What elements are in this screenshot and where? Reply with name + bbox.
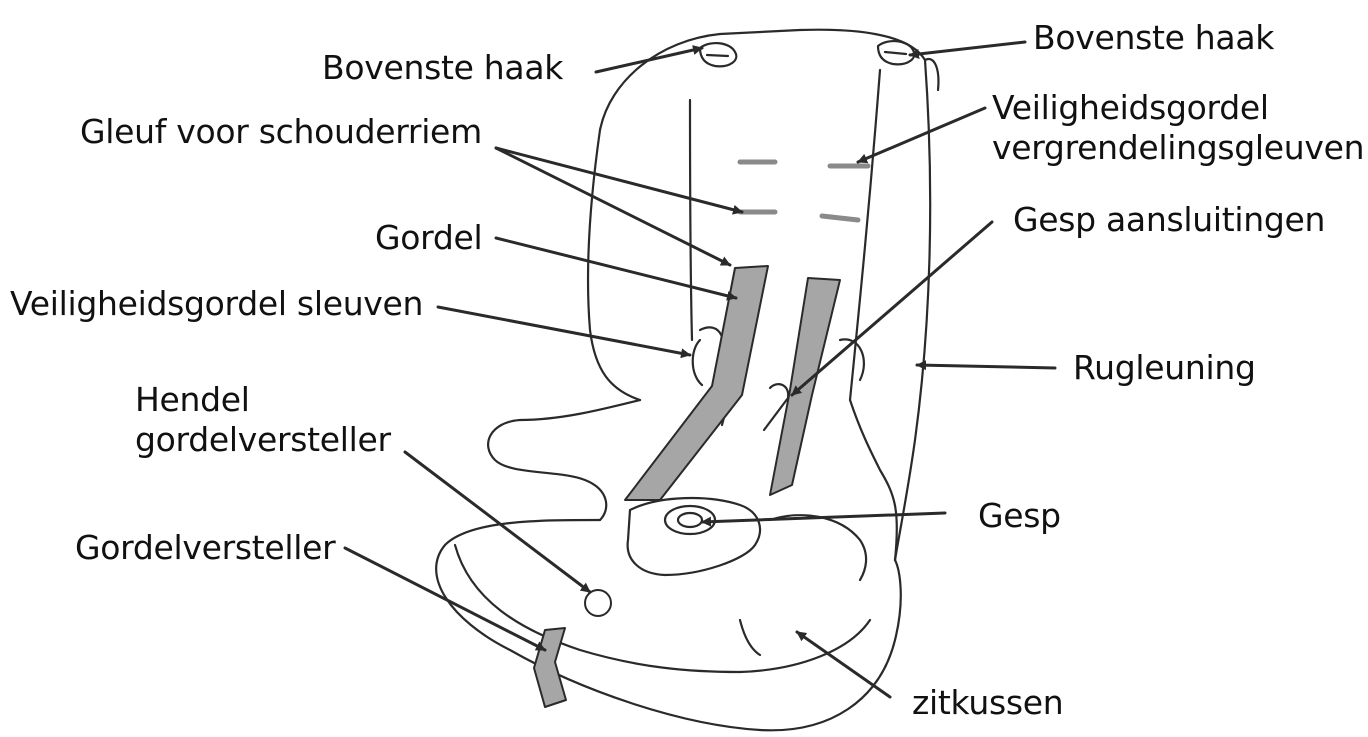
label-lock-slots-line1: Veiligheidsgordel	[992, 88, 1269, 127]
strap-right	[769, 277, 841, 496]
arrow-adjuster-lever	[403, 450, 592, 594]
label-belt-adjuster: Gordelversteller	[75, 528, 336, 567]
label-top-hook-left: Bovenste haak	[322, 48, 564, 87]
label-belt: Gordel	[375, 218, 483, 257]
arrow-seat-cushion	[795, 630, 892, 699]
label-adjuster-lever: Hendel gordelversteller	[135, 380, 391, 460]
seat-base	[435, 518, 902, 732]
arrow-backrest	[915, 360, 1057, 371]
arrow-buckle	[700, 511, 947, 527]
label-backrest: Rugleuning	[1073, 348, 1256, 387]
label-lock-slots: Veiligheidsgordel vergrendelingsgleuven	[992, 88, 1365, 168]
label-adjuster-lever-line2: gordelversteller	[135, 420, 391, 459]
side-wing-right	[848, 398, 898, 562]
arrow-top-hook-left	[594, 45, 704, 74]
arrow-belt-adjuster	[343, 546, 547, 652]
arrow-buckle-connections	[790, 220, 994, 397]
arrow-top-hook-right	[908, 40, 1027, 59]
label-shoulder-slot: Gleuf voor schouderriem	[80, 112, 482, 151]
label-top-hook-right: Bovenste haak	[1033, 18, 1275, 57]
shoulder-slot-right	[819, 213, 861, 223]
top-hook-left	[698, 42, 738, 68]
label-adjuster-lever-line1: Hendel	[135, 380, 250, 419]
label-buckle-connections: Gesp aansluitingen	[1013, 200, 1326, 239]
backrest-left-edge	[586, 128, 642, 402]
arrow-shoulder-slot-1	[494, 146, 744, 215]
arrow-belt-slots	[436, 305, 692, 359]
backrest-shell	[598, 28, 932, 562]
label-seat-cushion: zitkussen	[912, 683, 1064, 722]
strap-left	[624, 265, 769, 501]
top-hook-right	[876, 40, 916, 66]
label-buckle: Gesp	[978, 496, 1061, 535]
side-wing-left	[487, 398, 642, 522]
arrow-shoulder-slot-2	[494, 146, 732, 267]
arrow-lock-slots	[856, 106, 987, 164]
backrest-inner-right	[848, 68, 882, 402]
buckle-cup	[626, 496, 762, 577]
seat-cushion-curve	[738, 618, 762, 657]
arrow-belt	[494, 236, 738, 301]
label-lock-slots-line2: vergrendelingsgleuven	[992, 128, 1365, 167]
backrest-inner-left	[688, 98, 694, 342]
label-belt-slots: Veiligheidsgordel sleuven	[10, 284, 424, 323]
belt-adjuster-strap	[533, 627, 567, 708]
adjuster-lever-knob	[584, 589, 612, 617]
belt-slot	[691, 338, 704, 387]
